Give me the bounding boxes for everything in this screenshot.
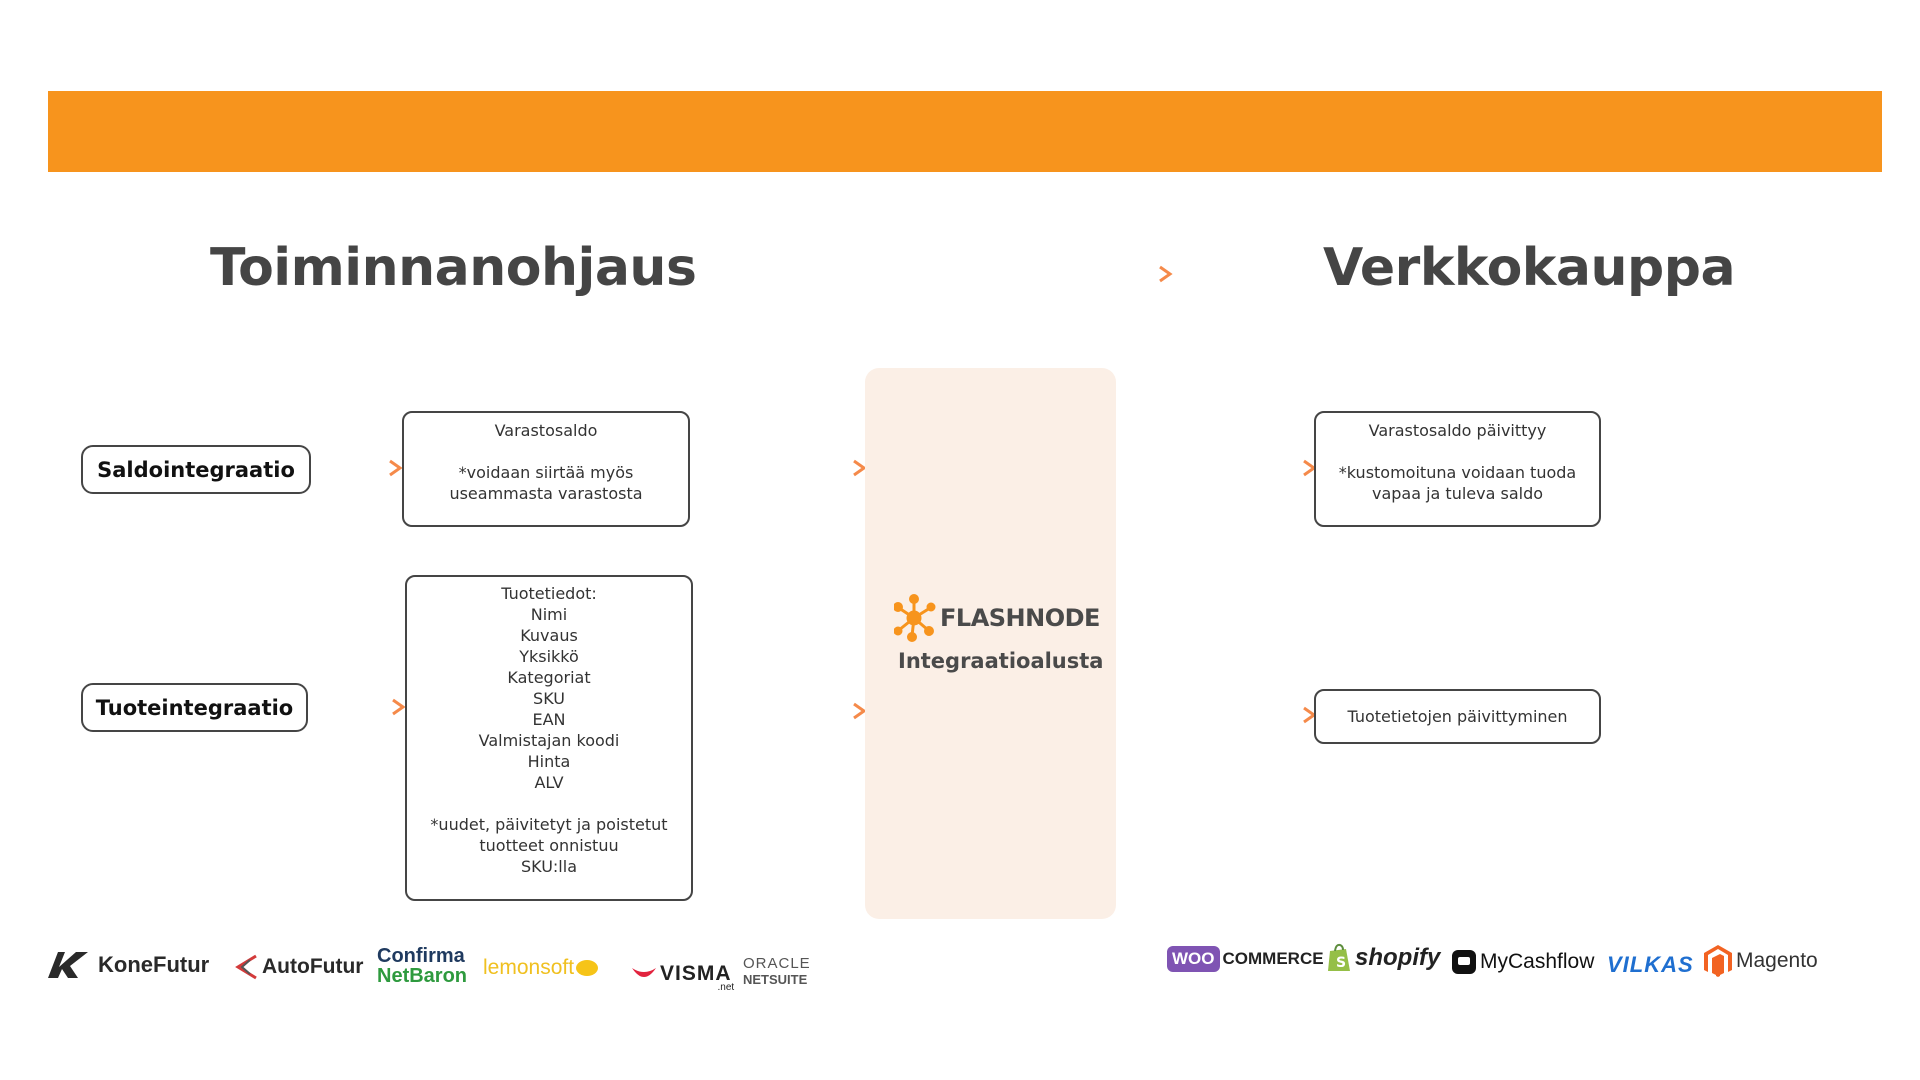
top-orange-band — [48, 91, 1882, 172]
tuote-note-line: SKU:lla — [520, 857, 577, 876]
lemonsoft-logo: lemonsoft — [483, 956, 599, 980]
tuote-line: Kategoriat — [507, 668, 591, 687]
platform-subtitle: Integraatioalusta — [898, 649, 1104, 673]
tuote-line: ALV — [534, 773, 564, 792]
tuote-line: Kuvaus — [520, 626, 578, 645]
magento-logo: Magento — [1703, 944, 1818, 978]
result-saldo-note-2: vapaa ja tuleva saldo — [1371, 484, 1544, 503]
heading-erp: Toiminnanohjaus — [210, 238, 697, 298]
header-arrow — [795, 265, 1173, 283]
tuote-line: EAN — [532, 710, 566, 729]
tuote-line: Hinta — [527, 752, 571, 771]
mycashflow-icon — [1452, 950, 1476, 974]
tuote-line: Yksikkö — [519, 647, 579, 666]
arrow-tuote-box-to-platform — [693, 702, 867, 720]
arrow-saldo-box-to-platform — [690, 459, 867, 477]
autofutur-mark-icon — [235, 954, 257, 980]
flashnode-logo-icon — [894, 594, 936, 642]
box-varastosaldo: Varastosaldo *voidaan siirtää myös useam… — [402, 411, 690, 527]
tuote-note-line: tuotteet onnistuu — [479, 836, 619, 855]
confirma-netbaron-logo: Confirma NetBaron — [377, 945, 468, 987]
svg-text:S: S — [1336, 955, 1346, 971]
arrow-platform-to-tuote-result — [1117, 706, 1317, 724]
result-tuote-title: Tuotetietojen päivittyminen — [1347, 707, 1568, 726]
shopify-bag-icon: S — [1328, 943, 1350, 971]
box-varastosaldo-note-2: useammasta varastosta — [449, 484, 643, 503]
flashnode-logo: FLASHNODE — [894, 594, 1100, 642]
tuote-line: Nimi — [530, 605, 568, 624]
visma-logo: VISMA .net — [630, 954, 734, 993]
tuote-note-line: *uudet, päivitetyt ja poistetut — [430, 815, 668, 834]
lemon-icon — [576, 960, 599, 976]
heading-webshop: Verkkokauppa — [1323, 238, 1736, 298]
integration-platform-panel — [865, 368, 1116, 919]
arrow-saldo-pill-to-box — [311, 459, 403, 477]
tuote-line: Tuotetiedot: — [501, 584, 597, 603]
mycashflow-logo: MyCashflow — [1452, 950, 1594, 974]
vilkas-logo: VILKAS — [1607, 952, 1694, 977]
oracle-netsuite-logo: ORACLE NETSUITE — [743, 955, 811, 988]
box-varastosaldo-paivittyy: Varastosaldo päivittyy *kustomoituna voi… — [1314, 411, 1601, 527]
arrow-platform-to-saldo-result — [1117, 459, 1317, 477]
konefutur-logo: KoneFutur — [48, 952, 209, 978]
shopify-logo: S shopify — [1326, 943, 1440, 973]
visma-mark-icon — [632, 967, 656, 977]
konefutur-mark-icon — [48, 952, 88, 978]
box-tuotetiedot: Tuotetiedot: Nimi Kuvaus Yksikkö Kategor… — [405, 575, 693, 901]
box-varastosaldo-title: Varastosaldo — [494, 421, 598, 440]
flashnode-brand: FLASHNODE — [940, 604, 1100, 632]
tuote-line: Valmistajan koodi — [478, 731, 620, 750]
tuote-line: SKU — [533, 689, 565, 708]
arrow-tuote-pill-to-box — [308, 698, 406, 716]
woocommerce-logo: WOO COMMERCE — [1167, 946, 1324, 972]
box-varastosaldo-note-1: *voidaan siirtää myös — [458, 463, 634, 482]
pill-tuoteintegraatio: Tuoteintegraatio — [81, 683, 308, 732]
magento-mark-icon — [1704, 945, 1732, 977]
box-tuotetietojen-paivittyminen: Tuotetietojen päivittyminen — [1314, 689, 1601, 744]
pill-saldointegraatio: Saldointegraatio — [81, 445, 311, 494]
result-saldo-note-1: *kustomoituna voidaan tuoda — [1338, 463, 1577, 482]
autofutur-logo: AutoFutur — [234, 954, 363, 980]
result-saldo-title: Varastosaldo päivittyy — [1368, 421, 1547, 440]
